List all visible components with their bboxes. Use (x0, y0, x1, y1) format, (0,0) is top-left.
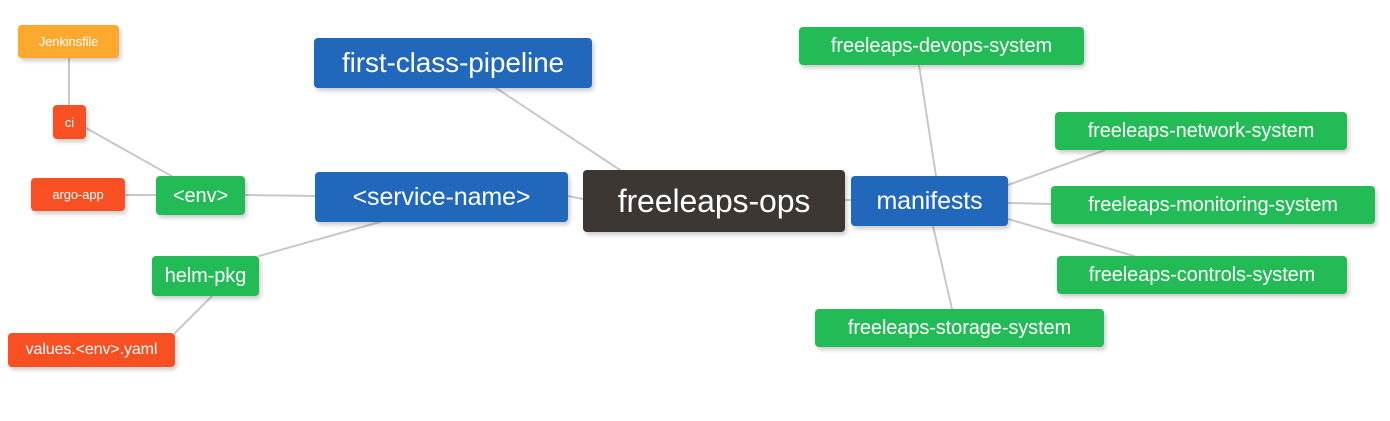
node-label-helm-pkg: helm-pkg (164, 265, 247, 287)
edge-manifests-to-freeleaps-devops-system (918, 64, 937, 177)
node-ci[interactable]: ci (53, 105, 86, 139)
edge-env-to-service-name (244, 194, 316, 197)
node-freeleaps-network-system[interactable]: freeleaps-network-system (1055, 112, 1347, 150)
node-freeleaps-storage-system[interactable]: freeleaps-storage-system (815, 309, 1104, 347)
edge-manifests-to-freeleaps-monitoring-system (1007, 202, 1052, 205)
node-freeleaps-devops-system[interactable]: freeleaps-devops-system (799, 27, 1084, 65)
node-freeleaps-ops[interactable]: freeleaps-ops (583, 170, 845, 232)
node-label-freeleaps-storage-system: freeleaps-storage-system (847, 317, 1072, 339)
node-service-name[interactable]: <service-name> (315, 172, 568, 222)
node-helm-pkg[interactable]: helm-pkg (152, 256, 259, 296)
node-manifests[interactable]: manifests (851, 176, 1008, 226)
node-argo-app[interactable]: argo-app (31, 178, 125, 211)
node-jenkinsfile[interactable]: Jenkinsfile (18, 25, 119, 58)
node-label-argo-app: argo-app (52, 187, 104, 202)
node-label-manifests: manifests (876, 186, 983, 215)
edge-first-class-pipeline-to-freeleaps-ops (495, 87, 621, 171)
node-env[interactable]: <env> (156, 176, 245, 215)
node-freeleaps-monitoring-system[interactable]: freeleaps-monitoring-system (1051, 186, 1375, 224)
edge-service-name-to-freeleaps-ops (567, 195, 584, 200)
edge-manifests-to-freeleaps-storage-system (932, 225, 953, 310)
edge-manifests-to-freeleaps-network-system (1007, 149, 1106, 186)
node-freeleaps-controls-system[interactable]: freeleaps-controls-system (1057, 256, 1347, 294)
node-label-freeleaps-controls-system: freeleaps-controls-system (1088, 264, 1316, 286)
node-first-class-pipeline[interactable]: first-class-pipeline (314, 38, 592, 88)
node-label-freeleaps-ops: freeleaps-ops (617, 183, 811, 219)
node-label-jenkinsfile: Jenkinsfile (38, 34, 99, 49)
node-label-env: <env> (172, 184, 229, 207)
edge-manifests-to-freeleaps-controls-system (1007, 218, 1135, 257)
node-label-freeleaps-monitoring-system: freeleaps-monitoring-system (1088, 194, 1338, 216)
edge-helm-pkg-to-service-name (258, 221, 381, 257)
edge-values-yaml-to-helm-pkg (174, 295, 213, 334)
node-label-ci: ci (64, 114, 75, 130)
node-label-first-class-pipeline: first-class-pipeline (341, 47, 565, 78)
node-label-values-yaml: values.<env>.yaml (25, 341, 158, 358)
node-values-yaml[interactable]: values.<env>.yaml (8, 333, 175, 367)
node-label-freeleaps-network-system: freeleaps-network-system (1087, 120, 1315, 142)
node-label-freeleaps-devops-system: freeleaps-devops-system (830, 35, 1053, 57)
node-label-service-name: <service-name> (352, 182, 531, 211)
